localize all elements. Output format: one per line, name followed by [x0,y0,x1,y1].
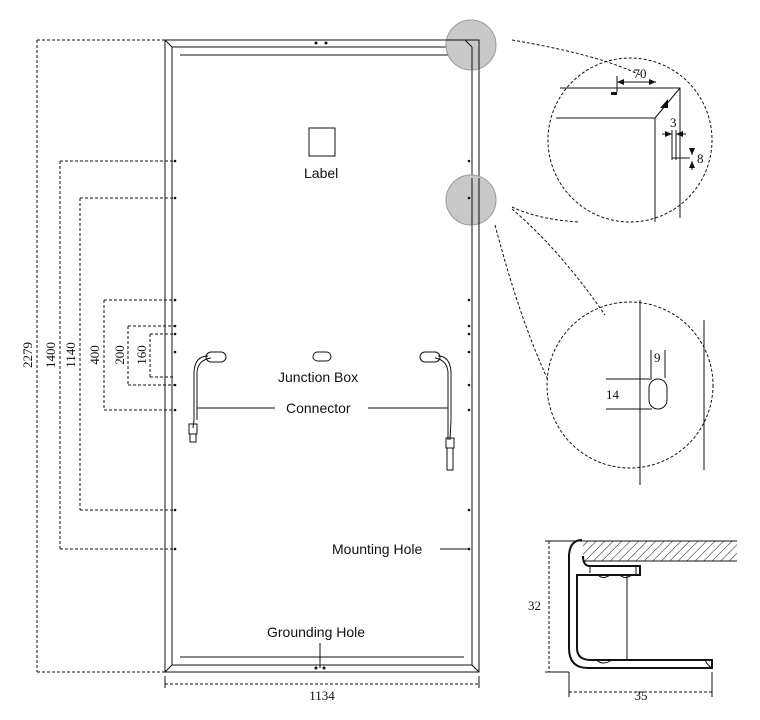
detail-corner [511,39,713,223]
junction-boxes [205,351,441,363]
junction-box-label: Junction Box [278,369,358,385]
grounding-hole-label: Grounding Hole [267,624,365,640]
dimension-1134 [164,676,480,688]
frame-cross-section [545,539,737,697]
label-box [308,127,336,157]
dimension-1140 [79,197,175,511]
dim-1140: 1140 [63,342,78,368]
dim-3: 3 [670,115,677,130]
cable-left [188,355,212,443]
dimension-200 [127,325,175,386]
detail-hole [494,208,714,485]
detail-marker-hole [445,174,497,226]
dim-8: 8 [697,151,704,166]
frame-holes [173,41,471,670]
dim-70: 70 [634,66,647,81]
dim-1400: 1400 [43,342,58,368]
dim-1134: 1134 [309,688,335,703]
dim-9: 9 [654,350,661,365]
dim-200: 200 [112,345,127,365]
dimension-2279 [36,39,165,673]
dim-35: 35 [635,688,648,703]
mounting-hole-label: Mounting Hole [332,541,422,557]
cable-right [434,355,455,471]
dimension-400 [103,299,175,411]
dim-14: 14 [606,387,620,402]
dim-32: 32 [528,598,541,613]
dim-400: 400 [87,345,102,365]
dim-160: 160 [134,345,149,365]
connector-label: Connector [286,400,351,416]
dim-2279: 2279 [20,342,35,368]
detail-marker-corner [445,19,497,71]
label-text: Label [304,165,338,181]
panel-frame [164,39,480,673]
dimension-1400 [59,160,175,550]
dimension-160 [149,333,175,378]
